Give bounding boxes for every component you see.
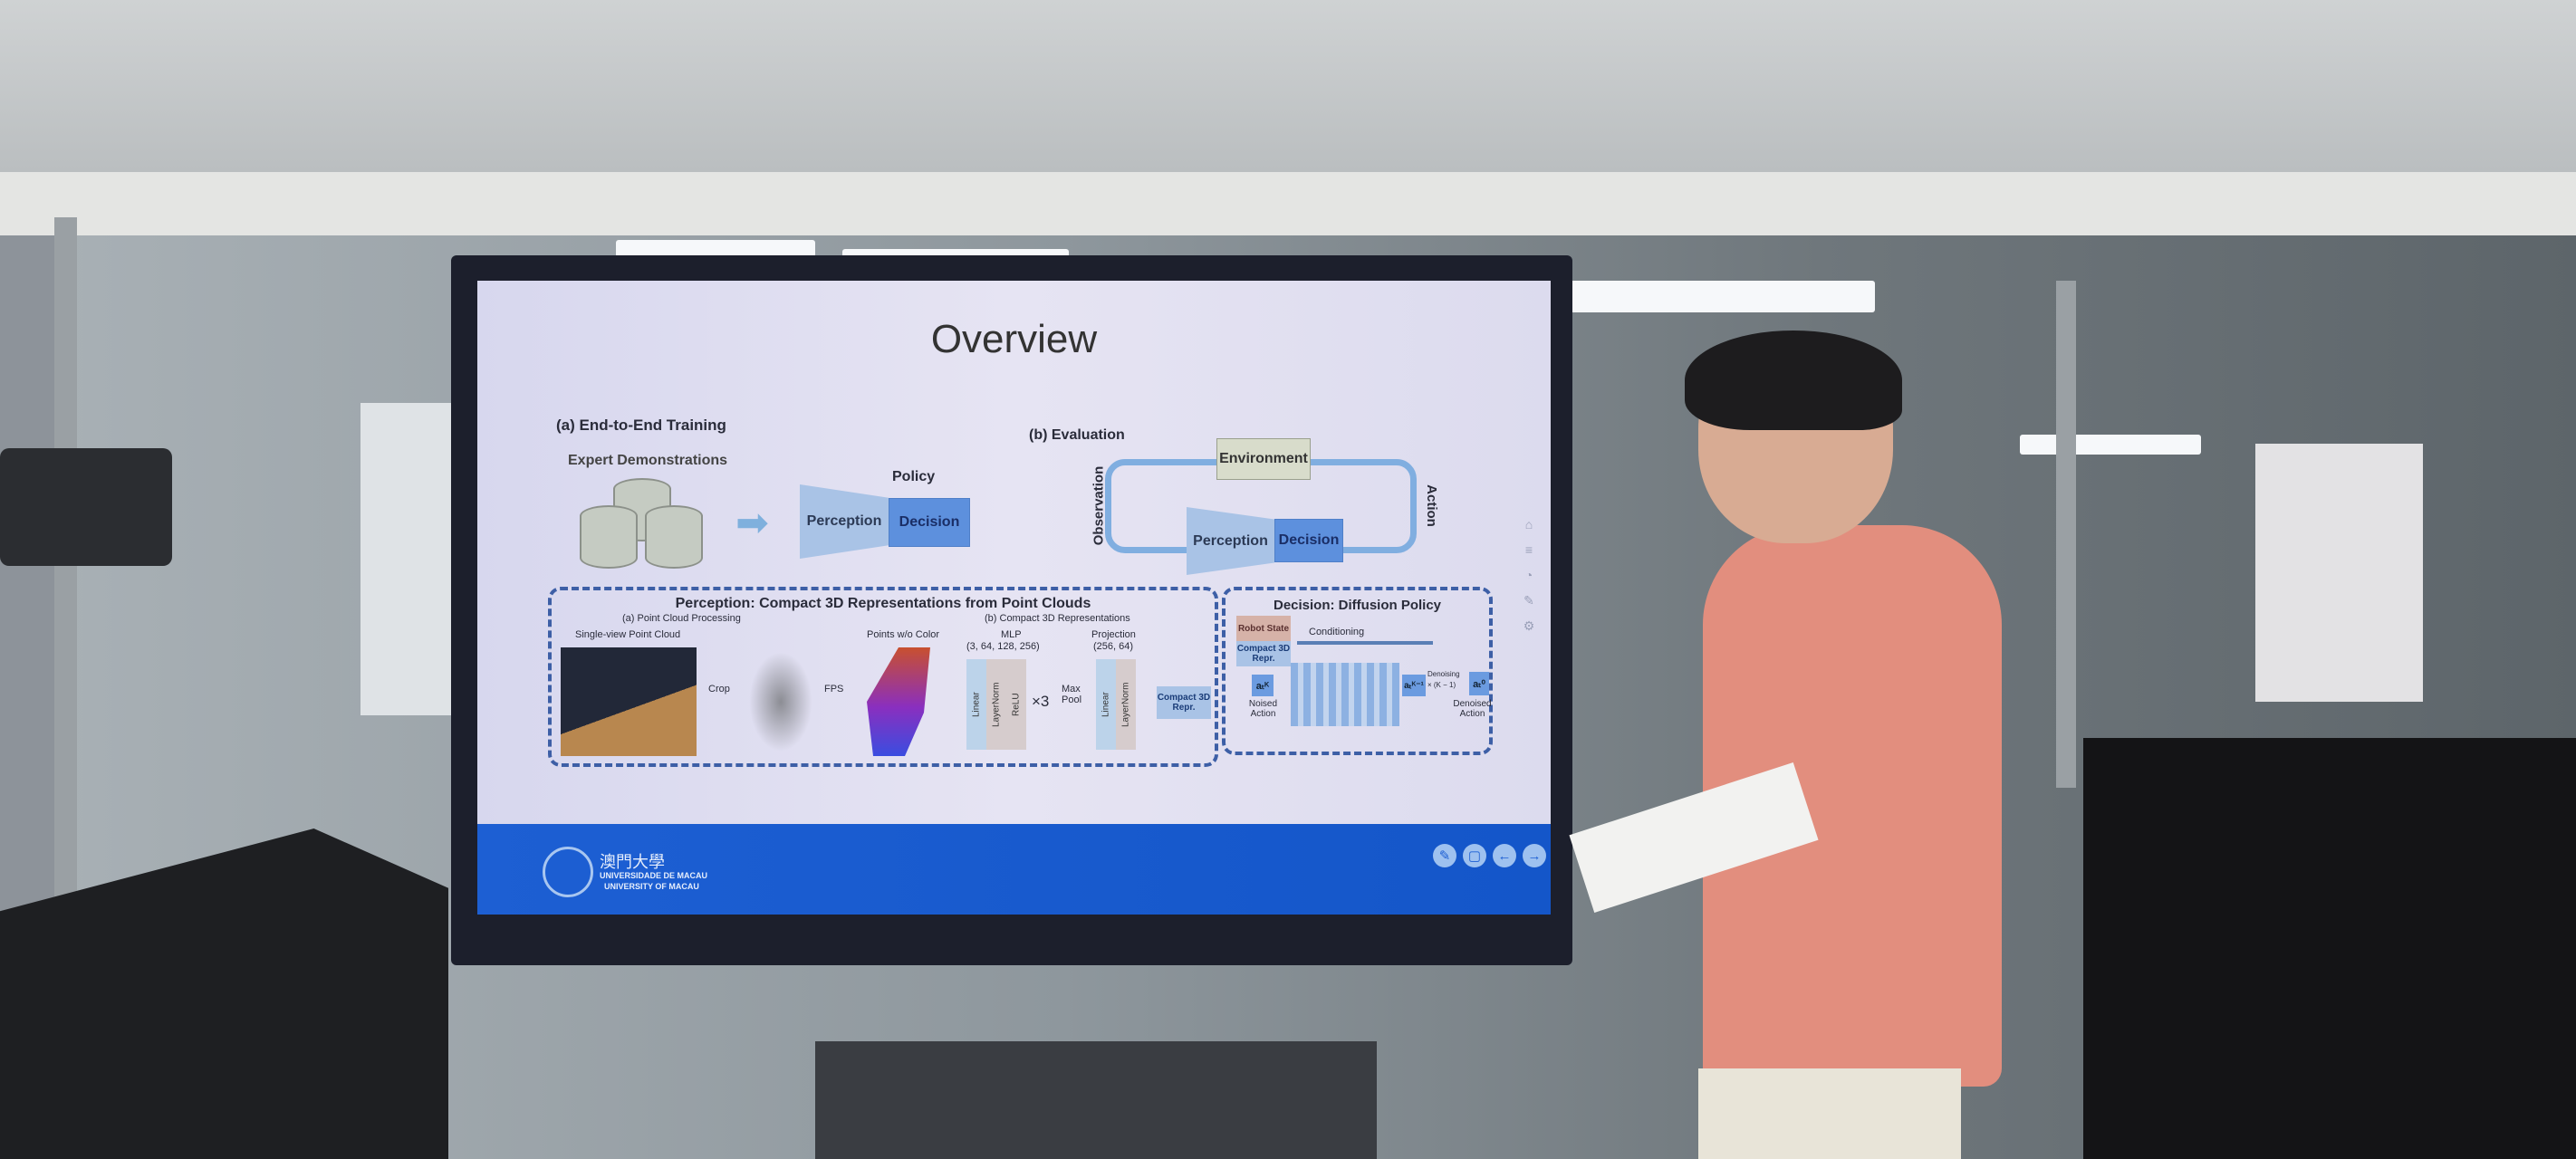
evaluation-label: (b) Evaluation xyxy=(1029,427,1125,443)
slide-title: Overview xyxy=(930,317,1098,361)
compact-repr-block: Compact 3D Repr. xyxy=(1236,641,1291,666)
relu-layer: ReLU xyxy=(1006,659,1026,750)
decision-block: Decision xyxy=(889,498,970,547)
training-label: (a) End-to-End Training xyxy=(556,417,726,434)
projection-label: Projection xyxy=(1091,629,1136,640)
environment-block: Environment xyxy=(1216,438,1311,480)
unet-diagram xyxy=(1291,663,1399,726)
denoised-action-label: Denoised Action xyxy=(1453,699,1492,719)
glass-frame xyxy=(2056,281,2076,788)
decision-panel-title: Decision: Diffusion Policy xyxy=(1273,598,1442,613)
database-icon xyxy=(645,505,703,569)
conditioning-line xyxy=(1297,641,1433,645)
logo-chinese: 澳門大學 xyxy=(600,853,665,871)
presenter-hair xyxy=(1685,330,1902,430)
points-label: Points w/o Color xyxy=(867,629,940,640)
ceiling-light xyxy=(2020,435,2201,455)
repeat-label: ×3 xyxy=(1032,693,1050,710)
university-seal-logo xyxy=(543,847,593,897)
robot-state-block: Robot State xyxy=(1236,616,1291,641)
noised-action-label: Noised Action xyxy=(1248,699,1278,719)
linear-layer: Linear xyxy=(1096,659,1116,750)
denoised-action-block: aₜ⁰ xyxy=(1469,672,1489,695)
cropped-cloud-image xyxy=(749,652,812,752)
perception-block: Perception xyxy=(800,484,889,559)
wall-poster xyxy=(2255,444,2423,702)
single-view-label: Single-view Point Cloud xyxy=(575,629,681,640)
arrow-right-icon: ➡ xyxy=(735,501,769,545)
previous-slide-button[interactable]: ← xyxy=(1493,844,1516,867)
slide-footer-band: 澳門大學 UNIVERSIDADE DE MACAU UNIVERSITY OF… xyxy=(477,824,1551,915)
mlp-label: MLP xyxy=(1001,629,1022,640)
ceiling-light xyxy=(1558,281,1875,312)
notes-button[interactable]: ▢ xyxy=(1463,844,1486,867)
decision-panel xyxy=(1222,587,1493,755)
logo-english: UNIVERSITY OF MACAU xyxy=(604,882,699,891)
expert-demos-label: Expert Demonstrations xyxy=(568,453,728,468)
point-cloud-scene-image xyxy=(561,647,697,756)
noised-action-block: aₜᴷ xyxy=(1252,675,1274,696)
fps-label: FPS xyxy=(824,684,844,694)
denoising-steps: × (K − 1) xyxy=(1427,681,1456,689)
crop-label: Crop xyxy=(708,684,730,694)
wall-band xyxy=(0,172,2576,235)
perception-panel xyxy=(548,587,1218,767)
decision-block-eval: Decision xyxy=(1274,519,1343,562)
database-icon xyxy=(580,505,638,569)
intermediate-action-block: aₜᴷ⁻¹ xyxy=(1402,675,1426,696)
linear-layer: Linear xyxy=(966,659,986,750)
desk xyxy=(815,1041,1377,1159)
compact-repr-block: Compact 3D Repr. xyxy=(1157,686,1211,719)
layernorm-layer: LayerNorm xyxy=(1116,659,1136,750)
logo-portuguese: UNIVERSIDADE DE MACAU xyxy=(600,871,708,880)
projection-dims: (256, 64) xyxy=(1093,641,1134,652)
side-toolbar[interactable]: ⌂≡◔✎⚙ xyxy=(1523,517,1535,633)
layernorm-layer: LayerNorm xyxy=(986,659,1006,750)
perception-block-eval: Perception xyxy=(1187,507,1274,575)
pen-tool-button[interactable]: ✎ xyxy=(1433,844,1456,867)
conditioning-label: Conditioning xyxy=(1309,627,1365,637)
denoising-label: Denoising xyxy=(1427,670,1460,678)
next-slide-button[interactable]: → xyxy=(1523,844,1546,867)
maxpool-label: Max Pool xyxy=(1062,684,1082,705)
point-cloud-subtitle: (a) Point Cloud Processing xyxy=(622,613,741,624)
black-backdrop xyxy=(2083,738,2576,1159)
action-label: Action xyxy=(1423,484,1439,527)
ceiling xyxy=(0,0,2576,181)
compact-3d-subtitle: (b) Compact 3D Representations xyxy=(985,613,1130,624)
perception-panel-title: Perception: Compact 3D Representations f… xyxy=(675,596,1091,611)
security-camera xyxy=(0,448,172,566)
presentation-slide: Overview (a) End-to-End Training Expert … xyxy=(477,281,1551,915)
policy-label: Policy xyxy=(892,469,936,484)
presenter-pants xyxy=(1698,1068,1961,1159)
mlp-dims: (3, 64, 128, 256) xyxy=(966,641,1040,652)
wall-poster xyxy=(360,403,451,715)
observation-label: Observation xyxy=(1091,465,1107,546)
ceiling-light xyxy=(616,240,815,260)
